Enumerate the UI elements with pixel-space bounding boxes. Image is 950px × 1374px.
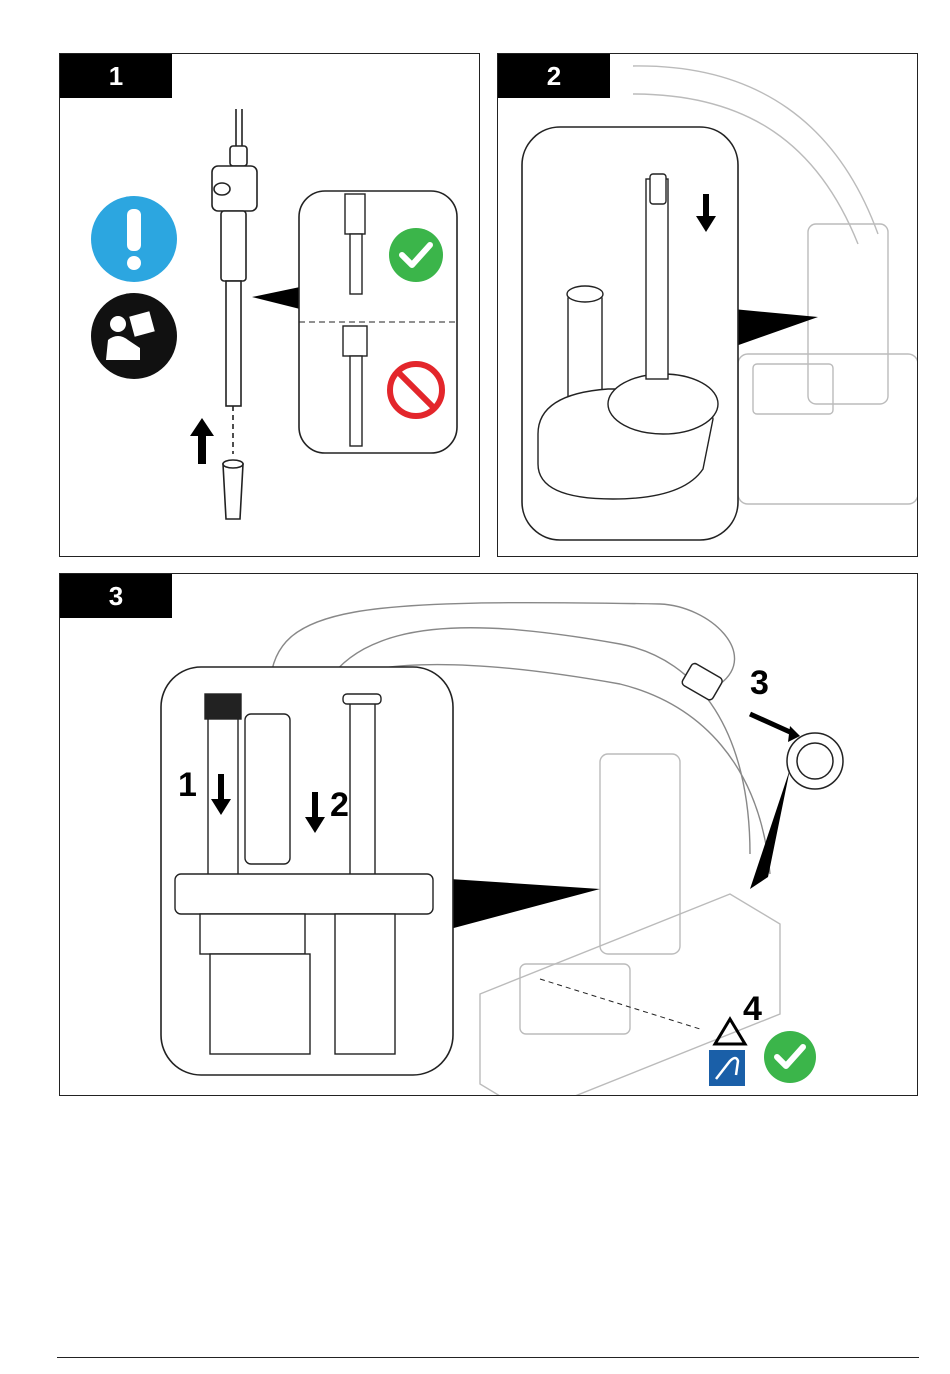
- panel-1-illustration: [60, 54, 480, 557]
- read-manual-icon: [91, 293, 177, 379]
- electrode-icon: [212, 109, 257, 519]
- check-icon: [764, 1031, 816, 1083]
- check-icon: [389, 228, 443, 282]
- panel-2: 2: [497, 53, 918, 557]
- footer-rule: [57, 1357, 919, 1358]
- step-2-label: 2: [330, 786, 349, 825]
- panel-2-illustration: [498, 54, 918, 557]
- panel-1: 1: [59, 53, 480, 557]
- panel-3: 3: [59, 573, 918, 1096]
- panel-3-illustration: [60, 574, 918, 1096]
- step-1-label: 1: [178, 766, 197, 805]
- exclamation-icon: [91, 196, 177, 282]
- step-3-label: 3: [750, 664, 769, 703]
- electrode-icon: [709, 1050, 745, 1086]
- step-4-label: 4: [743, 990, 762, 1029]
